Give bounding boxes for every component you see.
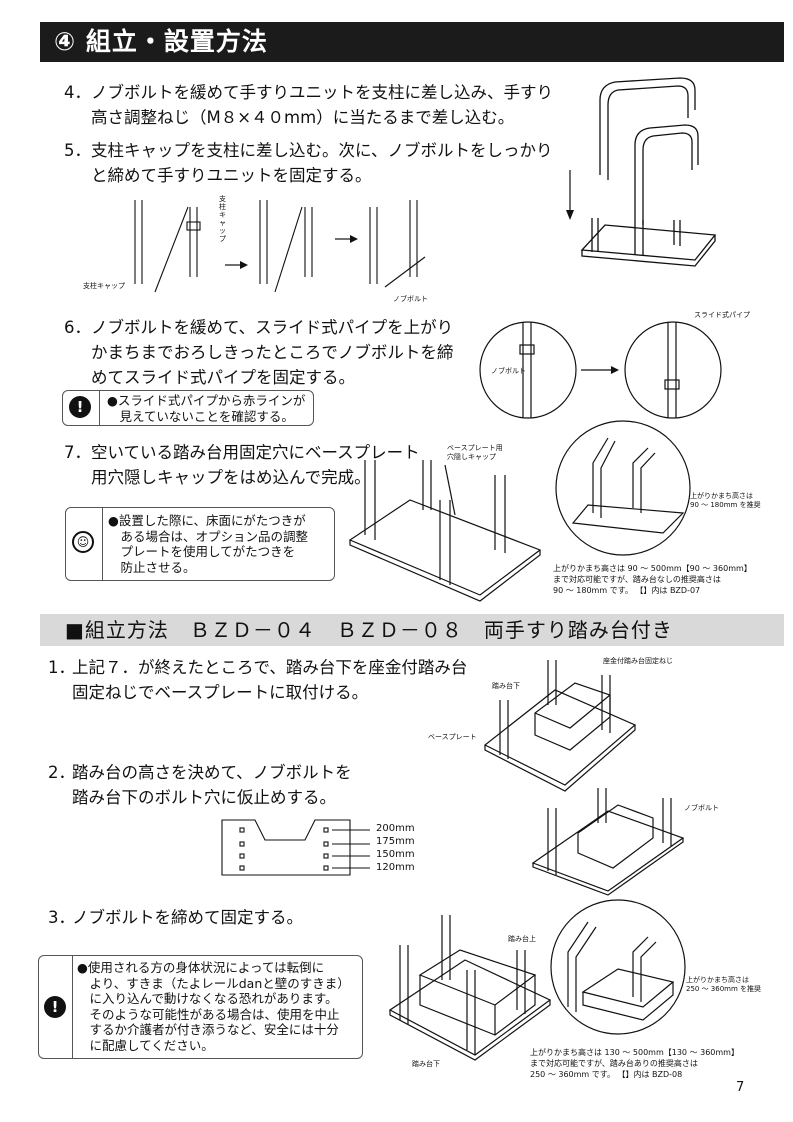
stand-lower-mount-illustration [483,660,637,792]
step-6-text: ノブボルトを緩めて、スライド式パイプを上がり かまちまでおろしきったところでノブ… [91,318,454,387]
height-label: 120mm [376,862,415,873]
bolt-hole-height-diagram [221,819,370,876]
warning-icon: ! [69,396,91,418]
slide-pipe-illustration [479,321,722,419]
pillar-cap-label: 支柱キャップ [219,195,226,243]
knob-bolt-temporary-illustration [531,788,685,896]
height-caption: 上がりかまち高さは 90 ～ 500mm【90 ～ 360mm】 まで対応可能で… [553,564,752,595]
step-5-text: 支柱キャップを支柱に差し込む。次に、ノブボルトをしっかり と締めて手すりユニット… [91,141,553,185]
knob-bolt-label: ノブボルト [491,367,526,375]
step-3-text: ノブボルトを締めて固定する。 [72,908,303,927]
step-2-number: 2． [48,763,75,782]
installed-handrail-closeup [555,420,691,556]
note-text: ●使用される方の身体状況によっては転倒に より、すきま（たよレールdanと壁のす… [77,960,350,1053]
pillar-cap-sequence-illustration [134,200,426,293]
step-6-number: 6． [64,318,91,337]
page-title: ④ 組立・設置方法 [40,22,784,62]
note-text: ●スライド式パイプから赤ラインが 見えていないことを確認する。 [107,393,306,424]
stand-fixed-illustration [388,915,552,1061]
base-plate-label: ベースプレート [428,733,477,741]
stand-fix-screw-label: 座金付踏み台固定ねじ [603,657,673,665]
handrail-insert-illustration [566,77,717,267]
note-box: ☺ ●設置した際に、床面にがたつきが ある場合は、オプション品の調整 プレートを… [65,507,335,581]
pillar-cap-label: 支柱キャップ [83,282,125,290]
note-box: ! ●スライド式パイプから赤ラインが 見えていないことを確認する。 [62,390,314,426]
installed-stand-closeup [550,899,686,1035]
note-text: ●設置した際に、床面にがたつきが ある場合は、オプション品の調整 プレートを使用… [108,513,309,575]
page-number: 7 [736,1080,745,1095]
step-4-number: 4． [64,83,91,102]
smile-icon: ☺ [72,531,94,553]
warning-icon: ! [44,996,66,1018]
note-box: ! ●使用される方の身体状況によっては転倒に より、すきま（たよレールdanと壁… [38,955,363,1059]
height-label: 150mm [376,849,415,860]
knob-bolt-label: ノブボルト [393,295,428,303]
step-3-number: 3． [48,908,75,927]
base-plate-illustration [348,460,542,602]
step-1-number: 1． [48,658,75,677]
height-caption: 上がりかまち高さは 130 ～ 500mm【130 ～ 360mm】 まで対応可… [530,1048,739,1079]
step-7-text: 空いている踏み台用固定穴にベースプレート 用穴隠しキャップをはめ込んで完成。 [91,443,420,487]
hole-cap-label: ベースプレート用 穴隠しキャップ [447,444,503,461]
stand-lower-label: 踏み台下 [492,682,520,690]
step-5-number: 5． [64,141,91,160]
step-2-text: 踏み台の高さを決めて、ノブボルトを 踏み台下のボルト穴に仮止めする。 [72,763,352,807]
step-4-text: ノブボルトを緩めて手すりユニットを支柱に差し込み、手すり 高さ調整ねじ（M８×４… [91,83,553,127]
slide-pipe-label: スライド式パイプ [694,311,750,319]
step-7-number: 7． [64,443,91,462]
knob-bolt-label: ノブボルト [684,804,719,812]
step-1-text: 上記７．が終えたところで、踏み台下を座金付踏み台 固定ねじでベースプレートに取付… [72,658,468,702]
height-label: 200mm [376,823,415,834]
height-label: 175mm [376,836,415,847]
section-title: ■組立方法 ＢＺＤ－０４ ＢＺＤ－０８ 両手すり踏み台付き [40,614,784,646]
recommended-height-label: 上がりかまち高さは 250 ～ 360mm を推奨 [686,976,762,993]
recommended-height-label: 上がりかまち高さは 90 ～ 180mm を推奨 [690,492,761,509]
stand-lower-label: 踏み台下 [412,1060,440,1068]
stand-upper-label: 踏み台上 [508,935,536,943]
